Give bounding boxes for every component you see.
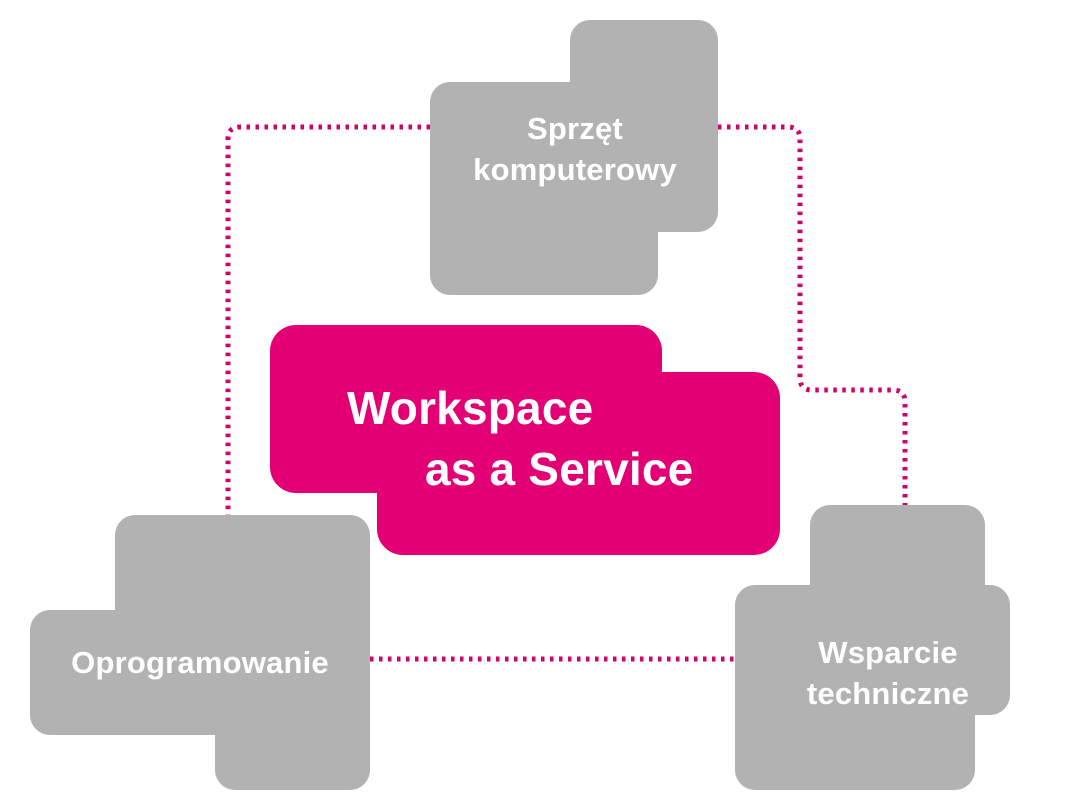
node-workspace-shape-offset	[377, 372, 780, 555]
node-software-label: Oprogramowanie	[71, 645, 329, 680]
node-support-label: Wsparcie techniczne	[806, 635, 970, 711]
node-workspace-title-line1: Workspace	[347, 382, 594, 434]
node-support-shape-bottom	[735, 640, 975, 790]
node-hardware-label: Sprzęt komputerowy	[473, 111, 677, 187]
node-hardware-shape-offset	[570, 20, 718, 232]
node-workspace-title-line2: as a Service	[425, 443, 694, 495]
node-software-shape-bottom	[215, 640, 370, 790]
